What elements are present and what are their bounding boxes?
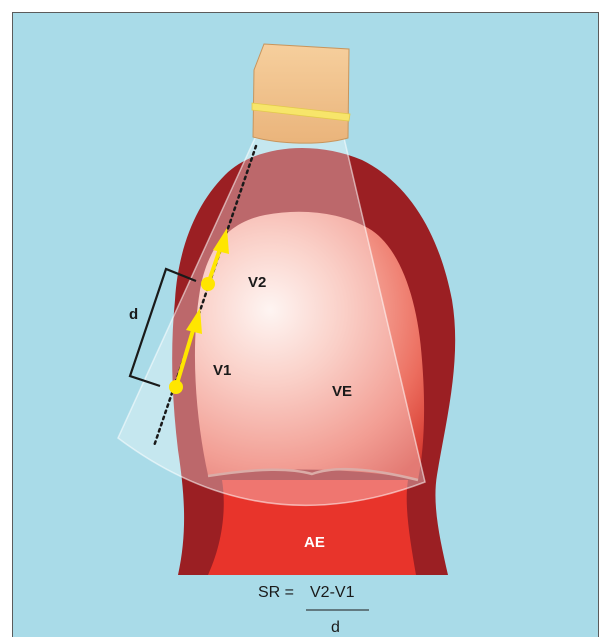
- formula-lhs: SR =: [258, 584, 294, 601]
- formula-numerator: V2-V1: [310, 584, 355, 601]
- atrium-label: AE: [304, 534, 325, 551]
- formula-denominator: d: [331, 619, 340, 636]
- v1-label: V1: [213, 362, 231, 379]
- ultrasound-probe: [253, 44, 349, 143]
- distance-label: d: [129, 306, 138, 323]
- v2-label: V2: [248, 274, 266, 291]
- ventricle-label: VE: [332, 383, 352, 400]
